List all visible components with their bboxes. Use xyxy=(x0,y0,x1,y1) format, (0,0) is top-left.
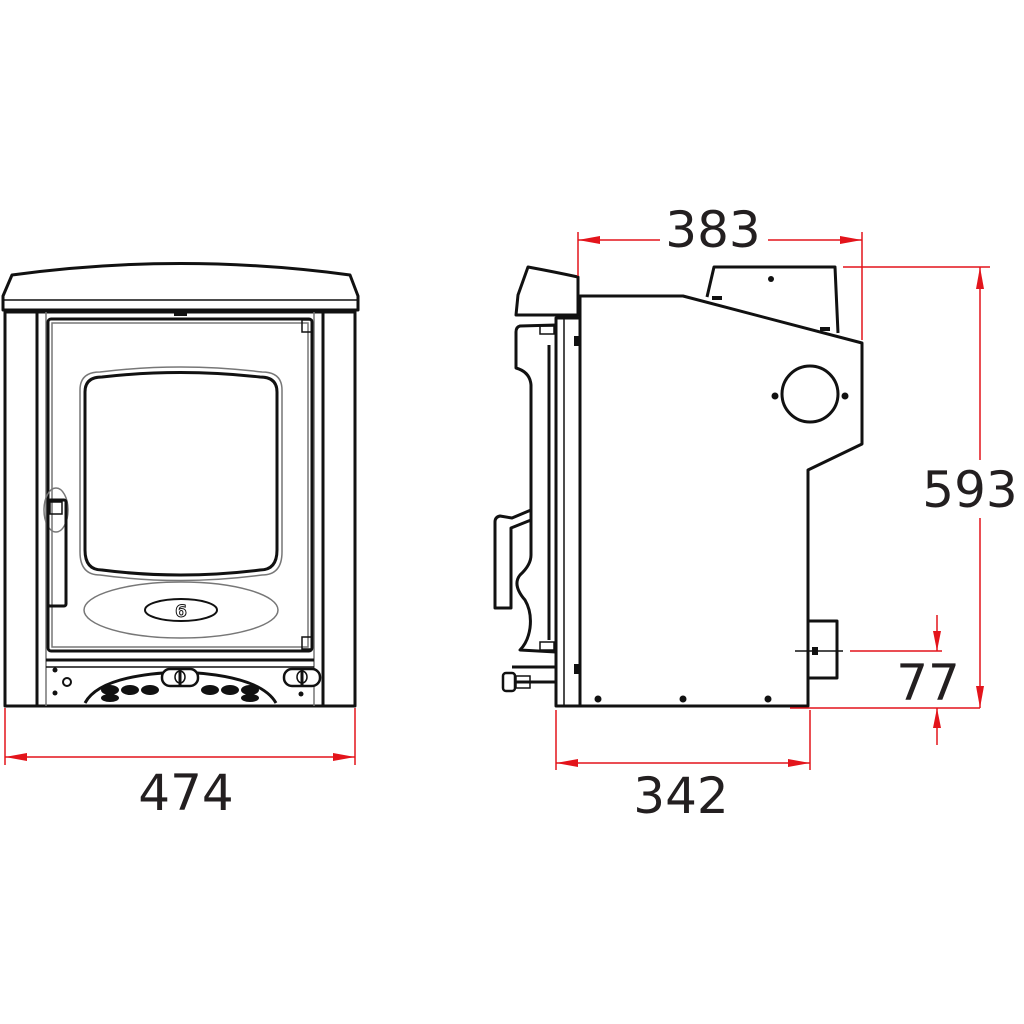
air-inlet-box xyxy=(806,619,839,680)
flue-collar xyxy=(705,265,840,334)
side-view xyxy=(493,265,864,708)
front-knob xyxy=(62,677,72,687)
side-front-frame xyxy=(554,316,582,708)
arrow-up xyxy=(976,267,984,289)
air-knob xyxy=(501,671,517,693)
door-oval-panel xyxy=(83,581,279,639)
arrow-up xyxy=(933,708,941,728)
arrow-down xyxy=(976,686,984,708)
top-latch xyxy=(174,312,187,316)
grate-slot xyxy=(221,685,239,695)
secondary-air-control xyxy=(282,667,322,688)
outlet-height-label: 77 xyxy=(896,654,960,712)
arrow-left xyxy=(556,759,578,767)
flue-outlet xyxy=(780,364,840,424)
outlet-bolt xyxy=(771,392,779,400)
frame-bolt xyxy=(574,664,579,674)
dimension-height: 593 xyxy=(843,266,1018,708)
arrow-left xyxy=(5,753,27,761)
door-glass xyxy=(83,371,279,577)
side-top-cap xyxy=(514,265,580,317)
front-view: 6 xyxy=(1,262,360,708)
dimension-top-depth: 383 xyxy=(577,201,863,340)
door-hinge-top xyxy=(539,325,555,335)
base-depth-label: 342 xyxy=(633,767,728,825)
dimension-outlet-height: 77 xyxy=(790,615,980,745)
arrow-right xyxy=(333,753,355,761)
arrow-right xyxy=(840,236,862,244)
grate-slots xyxy=(101,685,259,702)
door xyxy=(46,317,314,653)
air-inlet-nut xyxy=(812,647,818,655)
side-body xyxy=(578,294,864,708)
flue-bracket xyxy=(712,296,722,300)
grate-slot xyxy=(101,694,119,702)
grate-slot xyxy=(141,685,159,695)
height-label: 593 xyxy=(922,461,1017,519)
door-handle xyxy=(46,498,68,608)
handle-escutcheon xyxy=(43,487,69,533)
width-label: 474 xyxy=(138,764,233,822)
base-bolt xyxy=(679,695,687,703)
dimension-base-depth: 342 xyxy=(555,710,811,825)
grate-slot xyxy=(201,685,219,695)
flue-bracket xyxy=(820,327,830,331)
front-bolt xyxy=(298,691,304,697)
air-knob-collar xyxy=(515,675,531,689)
front-bolt xyxy=(52,667,58,673)
base-bolt xyxy=(594,695,602,703)
glass-frame-outer xyxy=(79,366,283,582)
grate-slot xyxy=(121,685,139,695)
hinge-top xyxy=(301,319,313,333)
side-door-handle xyxy=(493,508,532,610)
logo-mark: 6 xyxy=(175,602,187,622)
outlet-bolt xyxy=(841,392,849,400)
grate-slot xyxy=(241,694,259,702)
logo-plate xyxy=(144,598,218,622)
arrow-right xyxy=(788,759,810,767)
handle-latch xyxy=(49,501,63,515)
grate-slot xyxy=(241,685,259,695)
frame-bolt xyxy=(574,336,579,346)
side-door-profile xyxy=(514,323,557,654)
top-depth-label: 383 xyxy=(665,201,760,259)
front-bolt xyxy=(52,690,58,696)
grate-slot xyxy=(101,685,119,695)
door-inner-edge xyxy=(51,322,309,648)
base-bolt xyxy=(764,695,772,703)
primary-air-control xyxy=(160,667,200,688)
hinge-bottom xyxy=(301,636,313,650)
arrow-down xyxy=(933,631,941,651)
arrow-left xyxy=(578,236,600,244)
front-top-cap xyxy=(1,262,360,312)
door-hinge-bottom xyxy=(539,641,555,651)
dimension-width: 474 xyxy=(4,708,356,822)
flue-bolt xyxy=(768,276,774,282)
